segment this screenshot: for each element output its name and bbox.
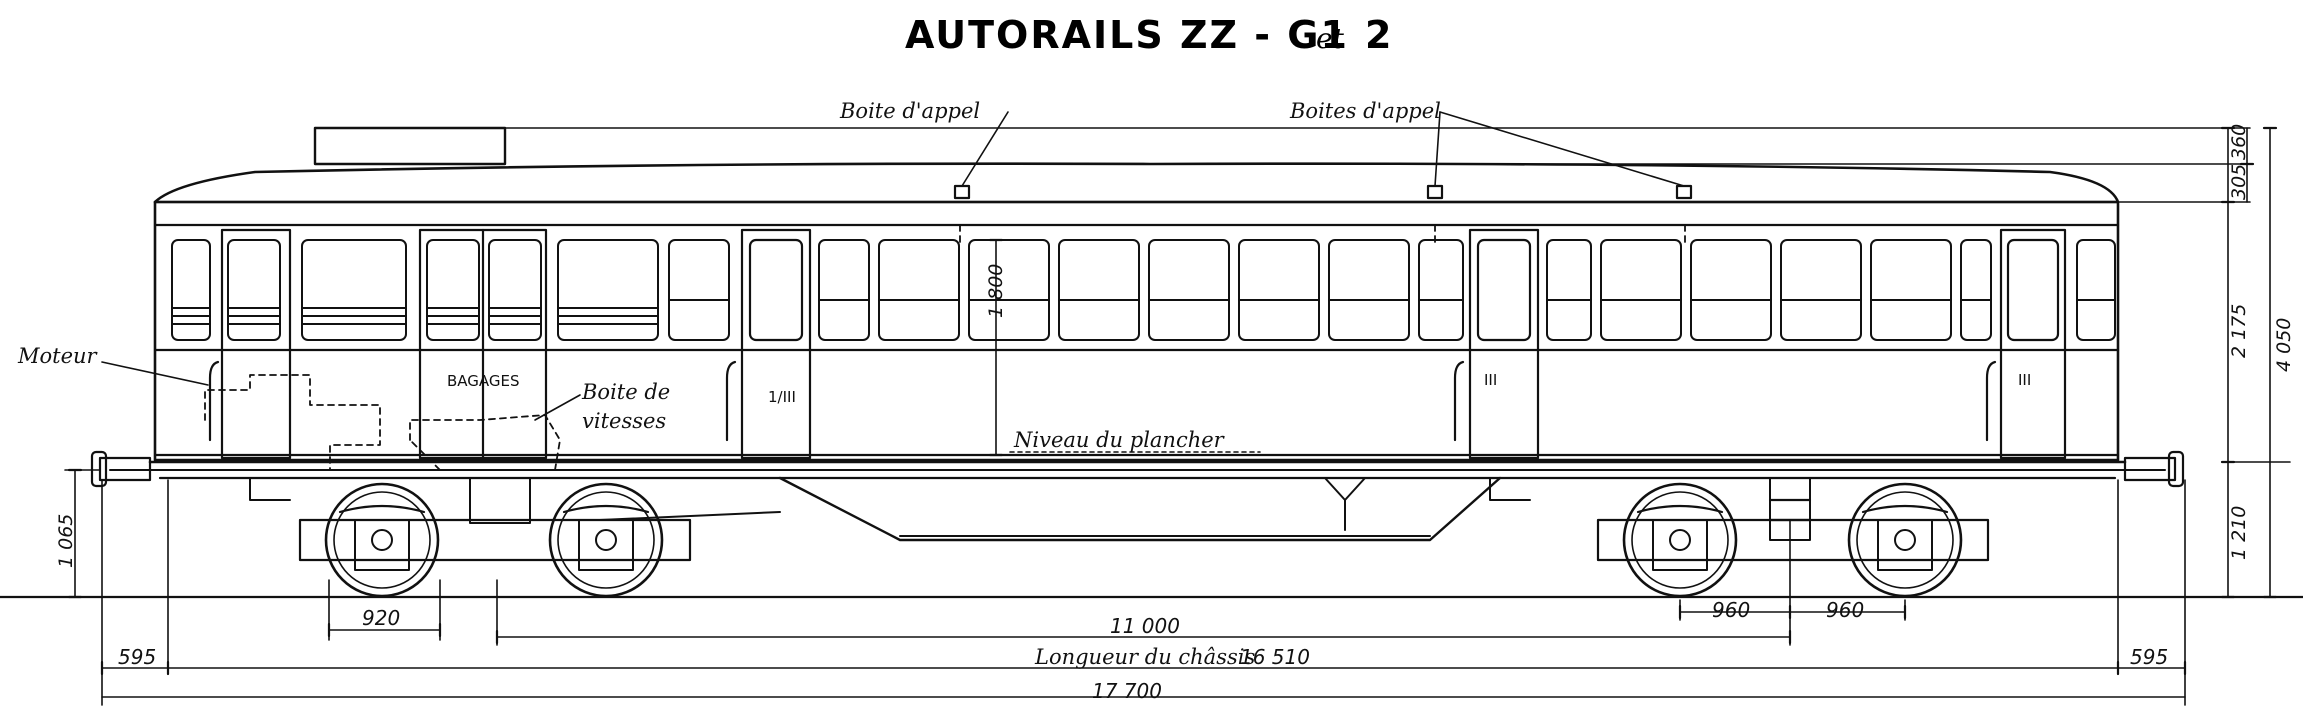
window xyxy=(2076,239,2116,341)
window xyxy=(557,239,659,341)
window xyxy=(668,239,730,341)
title-main: AUTORAILS ZZ - G1 xyxy=(905,13,1349,57)
call-boxes xyxy=(953,184,1693,200)
door-handle xyxy=(725,360,737,442)
leaf-spring xyxy=(562,504,650,514)
door-handle xyxy=(1453,360,1465,442)
dim-960-right: 960 xyxy=(1826,598,1864,622)
dim-1065: 1 065 xyxy=(55,514,77,568)
label-boites-appel: Boites d'appel xyxy=(1289,99,1441,123)
dim-595-left: 595 xyxy=(118,645,156,669)
bogie-left xyxy=(298,477,692,598)
label-vitesses: vitesses xyxy=(582,409,666,433)
dim-1210: 1 210 xyxy=(2228,506,2250,560)
label-boite-de: Boite de xyxy=(581,380,670,404)
window xyxy=(1058,239,1140,341)
window xyxy=(1870,239,1952,341)
window xyxy=(1690,239,1772,341)
window xyxy=(1600,239,1682,341)
dim-11000: 11 000 xyxy=(1110,614,1180,638)
door-mark: III xyxy=(2018,371,2031,389)
window xyxy=(1780,239,1862,341)
label-moteur: Moteur xyxy=(17,344,99,368)
roof xyxy=(153,126,2120,227)
engine-outline xyxy=(204,374,381,471)
window xyxy=(1238,239,1320,341)
buffer-left xyxy=(98,456,152,482)
leaf-spring xyxy=(1636,504,1724,514)
window xyxy=(227,239,281,341)
window xyxy=(878,239,960,341)
body-outline xyxy=(153,200,2120,462)
label-niveau-plancher: Niveau du plancher xyxy=(1013,428,1226,452)
dim-17700: 17 700 xyxy=(1092,679,1162,703)
title-et: et xyxy=(1316,22,1345,55)
window xyxy=(1546,239,1592,341)
dim-305: 305 xyxy=(2228,164,2250,200)
window xyxy=(301,239,407,341)
door-handle xyxy=(1985,360,1997,442)
label-longueur-chassis: Longueur du châssis xyxy=(1034,645,1255,669)
window xyxy=(1148,239,1230,341)
door-mark: 1/III xyxy=(768,388,796,406)
dim-4050: 4 050 xyxy=(2273,318,2295,372)
wheel xyxy=(1622,482,1738,598)
window xyxy=(426,239,480,341)
bogie-frame xyxy=(1596,518,1990,562)
wheel xyxy=(548,482,664,598)
dim-960-left: 960 xyxy=(1712,598,1750,622)
dim-16510: 16 510 xyxy=(1240,645,1310,669)
roof-profile xyxy=(153,162,2120,204)
window xyxy=(1418,239,1464,341)
drawing-title: AUTORAILS ZZ - G1 et 2 xyxy=(905,13,1393,57)
passenger-door xyxy=(1468,228,1540,460)
call-box xyxy=(1426,184,1444,200)
label-boite-appel: Boite d'appel xyxy=(839,99,980,123)
dimension-ticks xyxy=(67,126,2278,676)
cab-door xyxy=(1999,228,2067,460)
annotations: Boite d'appel Boites d'appel Moteur BAGA… xyxy=(17,99,2295,703)
label-bagages: BAGAGES xyxy=(447,372,520,390)
dim-1800: 1 800 xyxy=(985,264,1007,318)
dim-595-right: 595 xyxy=(2130,645,2168,669)
window xyxy=(1960,239,1992,341)
roof-ventilator xyxy=(313,126,507,166)
bogie-right xyxy=(1596,482,1990,598)
doors xyxy=(208,228,2067,460)
leaf-spring xyxy=(1861,504,1949,514)
dim-2175: 2 175 xyxy=(2228,304,2250,358)
title-number: 2 xyxy=(1365,13,1393,57)
dim-920: 920 xyxy=(362,606,400,630)
buffers xyxy=(90,450,2185,488)
call-box xyxy=(1675,184,1693,200)
cab-door xyxy=(220,228,292,460)
wheel xyxy=(1847,482,1963,598)
side-windows xyxy=(171,239,2116,341)
call-box xyxy=(953,184,971,200)
bogie-frame xyxy=(298,518,692,562)
window xyxy=(171,239,211,341)
window xyxy=(488,239,542,341)
wheel xyxy=(324,482,440,598)
passenger-door xyxy=(740,228,812,460)
window xyxy=(818,239,870,341)
door-handle xyxy=(208,360,220,442)
dim-360: 360 xyxy=(2228,124,2250,160)
truss-rod xyxy=(778,476,1502,542)
window xyxy=(1328,239,1410,341)
window xyxy=(968,239,1050,341)
underframe xyxy=(109,460,2166,542)
door-mark: III xyxy=(1484,371,1497,389)
buffer-right xyxy=(2123,456,2177,482)
leaf-spring xyxy=(338,504,426,514)
